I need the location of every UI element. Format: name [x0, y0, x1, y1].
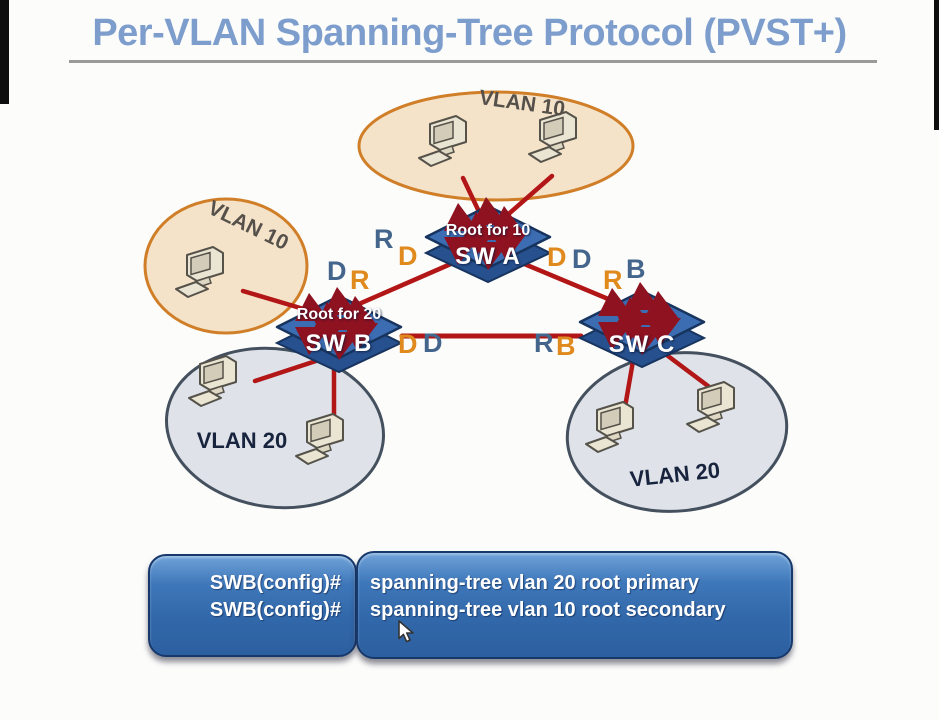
port-role-label: D	[572, 244, 592, 274]
vlan20-bottom-left-label: VLAN 20	[196, 428, 288, 453]
cli-command-line: spanning-tree vlan 20 root primary	[370, 572, 699, 594]
page-title: Per-VLAN Spanning-Tree Protocol (PVST+)	[92, 12, 847, 54]
port-role-label: R	[374, 224, 394, 254]
cli-command-box: spanning-tree vlan 20 root primary spann…	[356, 551, 793, 659]
switch-a-caption: Root for 10	[445, 222, 531, 239]
port-role-label: R	[534, 328, 554, 358]
link-swa-swb	[349, 260, 456, 310]
cli-command-line: spanning-tree vlan 10 root secondary	[370, 599, 726, 621]
title-underline	[69, 60, 877, 63]
port-role-label: D	[547, 242, 567, 272]
port-role-label: R	[603, 265, 623, 295]
cli-prompt-line: SWB(config)#	[209, 599, 341, 621]
link-pc-swb-left	[240, 288, 310, 313]
mouse-cursor-icon	[398, 620, 414, 643]
switch-c-name: SW C	[608, 331, 676, 358]
port-role-label: B	[626, 254, 646, 284]
link-pc-swa-2	[501, 173, 555, 221]
switch-b-caption: Root for 20	[296, 306, 382, 323]
port-role-label: B	[556, 331, 576, 361]
switch-b-name: SW B	[305, 330, 373, 357]
port-role-label: D	[327, 256, 347, 286]
port-role-label: R	[350, 265, 370, 295]
link-swa-swc	[519, 260, 616, 304]
vlan20-bottom-right-ellipse	[565, 351, 789, 513]
port-role-label: D	[423, 328, 443, 358]
port-role-label: D	[398, 329, 418, 359]
cli-prompt-box: SWB(config)# SWB(config)#	[148, 554, 357, 657]
cli-prompt-line: SWB(config)#	[209, 572, 341, 594]
switch-a-name: SW A	[455, 243, 521, 270]
video-edge-artifact-left	[0, 0, 9, 104]
video-edge-artifact-right	[934, 0, 939, 130]
port-role-label: D	[398, 241, 418, 271]
link-lines	[240, 173, 719, 429]
link-swb-pc-bl1	[252, 356, 325, 384]
